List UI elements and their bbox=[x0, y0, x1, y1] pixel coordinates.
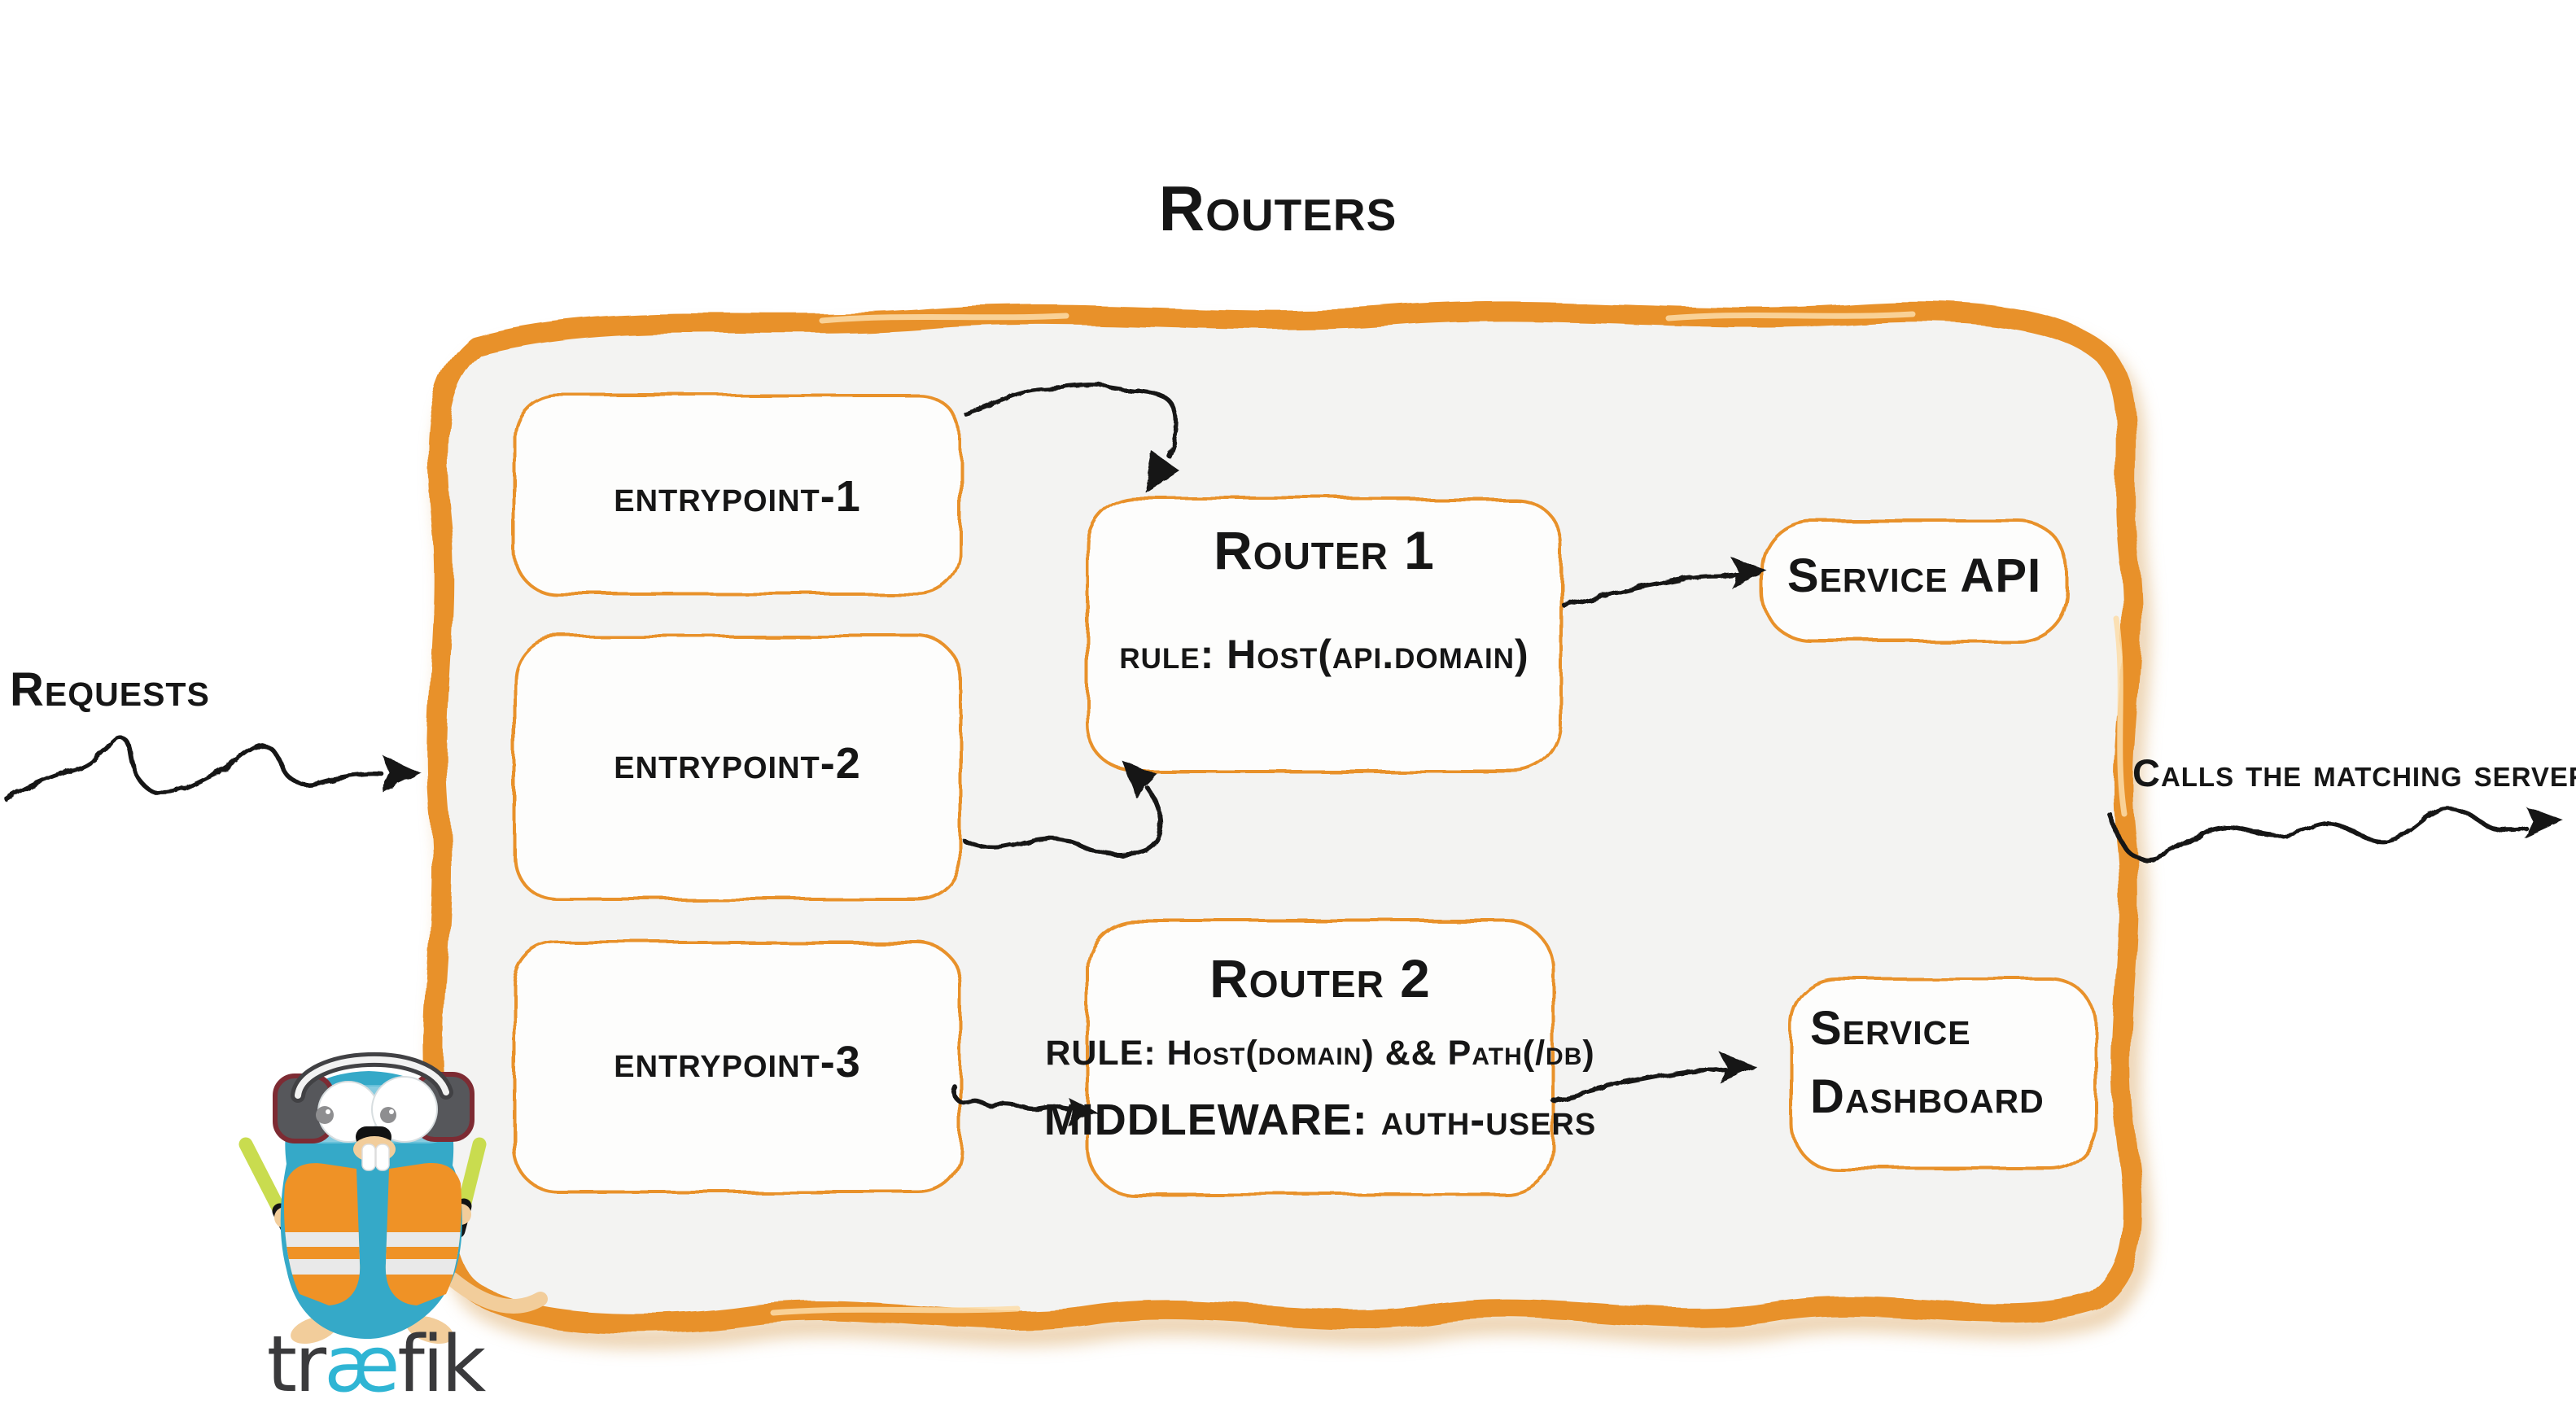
gopher-foot-right bbox=[406, 1315, 453, 1345]
service-api-box bbox=[1760, 519, 2069, 643]
arrow-router1-to-service-api bbox=[1562, 557, 1768, 608]
arrowhead bbox=[1068, 1097, 1097, 1126]
calls-matching-server-label: Calls the matching server bbox=[2132, 751, 2576, 794]
requests-label: Requests bbox=[10, 663, 210, 716]
pupil-highlight-right bbox=[389, 1109, 394, 1114]
diagram-boxes bbox=[513, 393, 2097, 1196]
arrowhead bbox=[1719, 1052, 1756, 1082]
service-api-label: Service API bbox=[1787, 549, 2042, 602]
service-dashboard-box bbox=[1789, 977, 2097, 1170]
entrypoint-1-label: entrypoint-1 bbox=[614, 472, 861, 521]
router-1-rule: rule: Host(api.domain) bbox=[1119, 632, 1529, 677]
entrypoint-2-label: entrypoint-2 bbox=[614, 739, 861, 788]
traffic-baton-left bbox=[238, 1137, 287, 1218]
arrow-entrypoint3-to-router2 bbox=[951, 1085, 1097, 1126]
router-2-title: Router 2 bbox=[1209, 948, 1431, 1008]
entrypoint-3-label: entrypoint-3 bbox=[614, 1038, 861, 1087]
wordmark-fik: fik bbox=[397, 1320, 486, 1408]
entrypoint-3-box bbox=[513, 941, 962, 1193]
arrowhead bbox=[1122, 760, 1159, 798]
entrypoint-1-box bbox=[513, 393, 962, 596]
pupil-highlight-left bbox=[326, 1109, 330, 1114]
gopher-pupil-right bbox=[380, 1107, 396, 1123]
traffic-baton-right bbox=[457, 1137, 487, 1213]
diagram-arrows bbox=[4, 383, 2564, 1126]
router-1-box bbox=[1086, 496, 1563, 773]
headphone-band-highlight bbox=[295, 1056, 449, 1099]
gopher-pupil-left bbox=[316, 1106, 334, 1124]
gopher-eye-right bbox=[371, 1076, 438, 1143]
wordmark-ae: æ bbox=[324, 1320, 400, 1408]
border-texture bbox=[770, 311, 2128, 1316]
arrow-entrypoint1-to-router1 bbox=[963, 383, 1179, 492]
router-2-rule: RULE: Host(domain) && Path(/db) bbox=[1045, 1034, 1595, 1073]
requests-arrowhead bbox=[383, 755, 422, 792]
calls-arrowhead bbox=[2525, 806, 2564, 838]
vest-stripe-accent-left bbox=[283, 1247, 361, 1259]
arrowhead bbox=[1144, 452, 1179, 492]
arrow-entrypoint2-to-router1 bbox=[963, 760, 1164, 857]
requests-arrow bbox=[4, 734, 422, 802]
gopher-tooth-left bbox=[361, 1143, 376, 1171]
arrowhead bbox=[1730, 557, 1768, 588]
gopher-tail bbox=[445, 1272, 548, 1314]
gopher-tooth-right bbox=[375, 1143, 390, 1171]
wordmark-tr: tr bbox=[266, 1320, 326, 1408]
service-dashboard-label-line2: Dashboard bbox=[1810, 1070, 2045, 1123]
router-2-box bbox=[1086, 920, 1555, 1196]
service-dashboard-label-line1: Service bbox=[1810, 1002, 1971, 1055]
router-1-title: Router 1 bbox=[1214, 520, 1435, 580]
calls-arrow bbox=[2107, 806, 2564, 862]
diagram-title: Routers bbox=[1158, 173, 1397, 244]
entrypoint-2-box bbox=[513, 635, 962, 901]
arrow-router2-to-service-dashboard bbox=[1550, 1052, 1756, 1103]
vest-stripe-accent-right bbox=[385, 1247, 462, 1259]
router-2-middleware: MIDDLEWARE: auth-users bbox=[1043, 1095, 1597, 1144]
traefik-wordmark: træfik bbox=[267, 1324, 486, 1406]
traefik-gopher-logo bbox=[238, 1052, 548, 1345]
